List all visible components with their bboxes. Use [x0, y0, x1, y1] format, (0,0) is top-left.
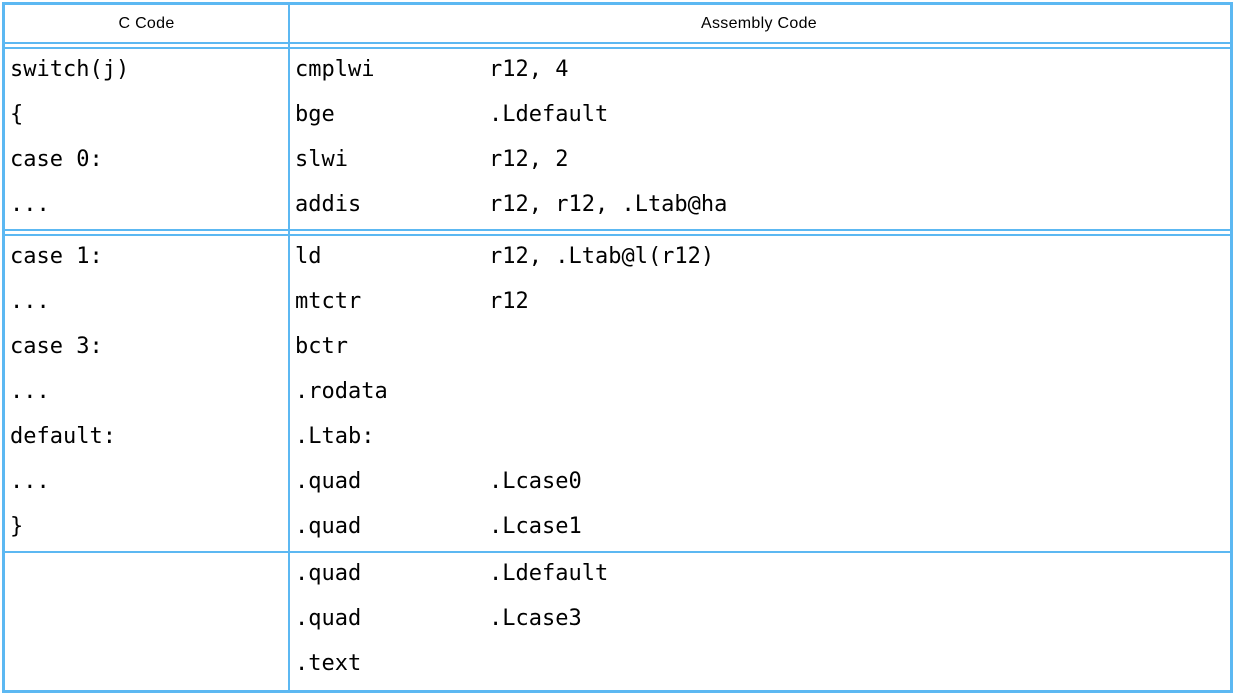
- assembly-cell: .quad .Ldefault .quad .Lcase3 .text: [288, 553, 1230, 688]
- assembly-mnemonic: .quad: [295, 469, 362, 494]
- assembly-mnemonic: .quad: [295, 561, 362, 586]
- code-section: .quad .Ldefault .quad .Lcase3 .text: [5, 553, 1230, 688]
- assembly-operands: r12: [489, 289, 529, 314]
- assembly-cell: cmplwi r12, 4 bge .Ldefault slwi r12, 2 addis r…: [288, 49, 1230, 229]
- table-body: switch(j) { case 0:... cmplwi r12, 4 bge .Ldef…: [5, 49, 1230, 688]
- code-section: switch(j) { case 0:... cmplwi r12, 4 bge .Ldef…: [5, 49, 1230, 229]
- assembly-line: .quad .Lcase1: [295, 506, 1230, 551]
- section-separator-double-line: [5, 229, 1230, 236]
- assembly-mnemonic: .Ltab:: [295, 424, 375, 449]
- assembly-line: ld r12, .Ltab@l(r12): [295, 236, 1230, 281]
- c-code-line: ...: [10, 192, 50, 217]
- c-code-line: ...: [10, 379, 50, 404]
- assembly-line: addis r12, r12, .Ltab@ha: [295, 184, 1230, 229]
- assembly-mnemonic: .quad: [295, 606, 362, 631]
- c-code-line: switch(j): [10, 57, 130, 82]
- assembly-mnemonic: .rodata: [295, 379, 388, 404]
- c-code-cell: case 1:... case 3:... default:...}: [5, 236, 288, 551]
- assembly-line: cmplwi r12, 4: [295, 49, 1230, 94]
- assembly-operands: .Ldefault: [489, 102, 609, 127]
- assembly-mnemonic: slwi: [295, 147, 348, 172]
- assembly-cell: ld r12, .Ltab@l(r12) mtctr r12 bctr .rodata .L…: [288, 236, 1230, 551]
- c-code-line: ...: [10, 469, 50, 494]
- assembly-line: mtctr r12: [295, 281, 1230, 326]
- assembly-line: slwi r12, 2: [295, 139, 1230, 184]
- c-code-column-header: C Code: [118, 14, 175, 32]
- assembly-line: bge .Ldefault: [295, 94, 1230, 139]
- c-code-line: }: [10, 514, 24, 539]
- column-divider-line: [288, 5, 290, 690]
- assembly-mnemonic: .text: [295, 651, 362, 676]
- assembly-mnemonic: ld: [295, 244, 322, 269]
- assembly-mnemonic: .quad: [295, 514, 362, 539]
- assembly-line: .Ltab:: [295, 416, 1230, 461]
- c-code-line: case 0:: [10, 147, 103, 172]
- assembly-operands: .Ldefault: [489, 561, 609, 586]
- c-code-cell: switch(j) { case 0:...: [5, 49, 288, 229]
- assembly-mnemonic: cmplwi: [295, 57, 375, 82]
- assembly-operands: r12, r12, .Ltab@ha: [489, 192, 728, 217]
- section-separator-single-line: [5, 551, 1230, 553]
- assembly-operands: r12, 4: [489, 57, 569, 82]
- assembly-line: .text: [295, 643, 1230, 688]
- assembly-operands: r12, .Ltab@l(r12): [489, 244, 715, 269]
- assembly-mnemonic: addis: [295, 192, 362, 217]
- assembly-mnemonic: mtctr: [295, 289, 362, 314]
- assembly-mnemonic: bge: [295, 102, 335, 127]
- assembly-operands: .Lcase0: [489, 469, 582, 494]
- assembly-line: .quad .Lcase0: [295, 461, 1230, 506]
- assembly-operands: r12, 2: [489, 147, 569, 172]
- assembly-line: .quad .Ldefault: [295, 553, 1230, 598]
- c-code-line: {: [10, 102, 24, 127]
- c-code-line: case 1:: [10, 244, 103, 269]
- assembly-line: bctr: [295, 326, 1230, 371]
- header-separator-double-line: [5, 42, 1230, 49]
- table-header-row: C Code Assembly Code: [5, 5, 1230, 42]
- assembly-operands: .Lcase1: [489, 514, 582, 539]
- code-section: case 1:... case 3:... default:...} ld r12, .…: [5, 236, 1230, 551]
- assembly-line: .quad .Lcase3: [295, 598, 1230, 643]
- c-code-line: default:: [10, 424, 116, 449]
- assembly-line: .rodata: [295, 371, 1230, 416]
- assembly-code-column-header: Assembly Code: [701, 14, 817, 32]
- c-code-line: ...: [10, 289, 50, 314]
- c-code-cell: [5, 553, 288, 688]
- c-code-line: case 3:: [10, 334, 103, 359]
- assembly-mnemonic: bctr: [295, 334, 348, 359]
- assembly-operands: .Lcase3: [489, 606, 582, 631]
